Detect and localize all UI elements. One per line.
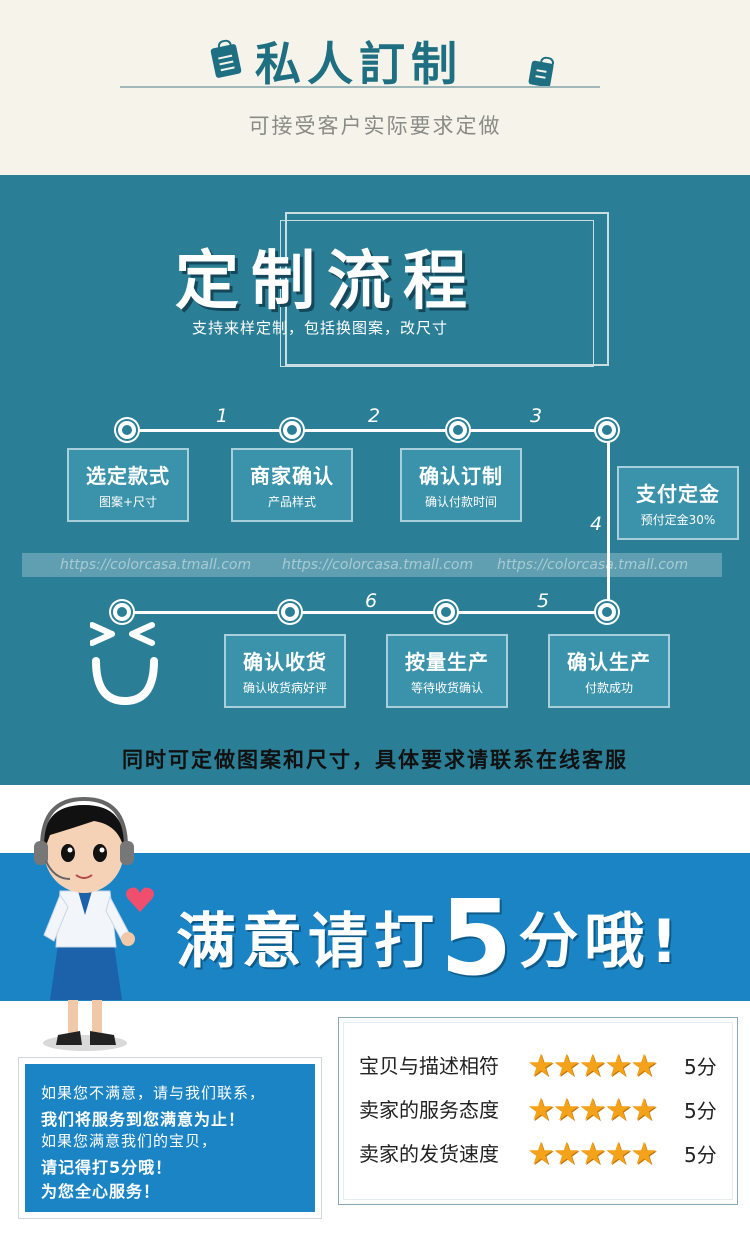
customer-service-girl-illustration: [34, 796, 135, 1051]
rating-row: 卖家的发货速度 ★★★★★ 5分: [359, 1136, 729, 1172]
process-section: 定制流程 支持来样定制，包括换图案，改尺寸 1 2 3 4 5 6 选定款式 图…: [0, 175, 750, 785]
step-box: 确认生产 付款成功: [548, 634, 670, 708]
step-box: 选定款式 图案+尺寸: [67, 448, 189, 522]
step-title: 确认生产: [567, 650, 651, 674]
step-detail: 确认收货病好评: [242, 681, 327, 695]
watermark-text: https://colorcasa.tmall.com: [60, 557, 252, 573]
flow-line: [122, 611, 610, 614]
flow-node: [449, 421, 467, 439]
process-subtitle: 支持来样定制，包括换图案，改尺寸: [192, 319, 449, 337]
flow-node: [283, 421, 301, 439]
header-title: 私人訂制: [255, 37, 463, 91]
rating-row: 宝贝与描述相符 ★★★★★ 5分: [359, 1048, 729, 1084]
step-box: 按量生产 等待收货确认: [386, 634, 508, 708]
rating-section: 满意请打5分哦! 如果您不满意，请与: [0, 785, 750, 1233]
step-title: 按量生产: [405, 650, 489, 674]
step-title: 支付定金: [636, 482, 720, 506]
step-title: 选定款式: [86, 464, 170, 488]
price-tag-icon: [210, 43, 242, 79]
star-rating: ★★★★★: [527, 1092, 658, 1128]
step-box: 确认订制 确认付款时间: [400, 448, 522, 522]
step-title: 确认订制: [419, 464, 503, 488]
heart-icon: [126, 887, 154, 912]
step-title: 确认收货: [243, 650, 327, 674]
rating-label: 卖家的发货速度: [359, 1142, 499, 1166]
message-line: 为您全心服务！: [41, 1182, 161, 1201]
step-detail: 产品样式: [267, 495, 316, 509]
custom-header: 私人訂制 可接受客户实际要求定做: [0, 0, 750, 175]
message-line: 我们将服务到您满意为止！: [41, 1110, 246, 1129]
rating-title-before: 满意请打: [176, 907, 440, 977]
flow-node: [437, 603, 455, 621]
decorative-divider: [120, 86, 600, 88]
step-number: 1: [216, 405, 229, 427]
smiley-icon: [90, 622, 158, 706]
rating-score: 5分: [684, 1055, 717, 1079]
flow-node: [598, 603, 616, 621]
flow-node: [113, 603, 131, 621]
step-number: 2: [368, 405, 381, 427]
step-detail: 预付定金30%: [640, 513, 716, 527]
star-rating: ★★★★★: [527, 1136, 658, 1172]
flow-node: [598, 421, 616, 439]
step-title: 商家确认: [250, 464, 334, 488]
message-line: 如果您满意我们的宝贝，: [41, 1132, 218, 1150]
step-box: 确认收货 确认收货病好评: [224, 634, 346, 708]
contact-message-panel: 如果您不满意，请与我们联系， 我们将服务到您满意为止！ 如果您满意我们的宝贝， …: [25, 1064, 315, 1212]
star-rating: ★★★★★: [527, 1048, 658, 1084]
flow-line: [127, 429, 609, 432]
rating-title-number: 5: [440, 877, 519, 999]
rating-label: 宝贝与描述相符: [359, 1054, 499, 1078]
step-detail: 图案+尺寸: [98, 495, 158, 509]
watermark-text: https://colorcasa.tmall.com: [282, 557, 474, 573]
step-number: 6: [365, 590, 378, 612]
step-number: 5: [537, 590, 550, 612]
watermark-text: https://colorcasa.tmall.com: [497, 557, 689, 573]
step-box: 支付定金 预付定金30%: [617, 466, 739, 540]
process-title: 定制流程: [175, 245, 479, 319]
step-box: 商家确认 产品样式: [231, 448, 353, 522]
price-tag-icon: [528, 60, 554, 88]
watermark: https://colorcasa.tmall.com https://colo…: [22, 553, 722, 577]
rating-score: 5分: [684, 1143, 717, 1167]
step-detail: 等待收货确认: [410, 681, 483, 695]
rating-title: 满意请打5分哦!: [176, 877, 684, 999]
rating-label: 卖家的服务态度: [359, 1098, 499, 1122]
step-detail: 确认付款时间: [424, 495, 497, 509]
contact-message-box: 如果您不满意，请与我们联系， 我们将服务到您满意为止！ 如果您满意我们的宝贝， …: [18, 1057, 322, 1219]
header-subtitle: 可接受客户实际要求定做: [248, 114, 502, 138]
flow-node: [118, 421, 136, 439]
rating-score: 5分: [684, 1099, 717, 1123]
title-frame: [285, 212, 609, 366]
flow-node: [281, 603, 299, 621]
message-line: 请记得打5分哦！: [41, 1158, 173, 1177]
process-note: 同时可定做图案和尺寸，具体要求请联系在线客服: [122, 748, 628, 772]
step-number: 3: [530, 405, 543, 427]
rating-row: 卖家的服务态度 ★★★★★ 5分: [359, 1092, 729, 1128]
rating-title-after: 分哦!: [518, 907, 684, 977]
message-line: 如果您不满意，请与我们联系，: [41, 1084, 266, 1102]
step-detail: 付款成功: [584, 681, 633, 695]
flow-line: [607, 429, 610, 613]
step-number: 4: [590, 513, 603, 535]
title-frame-inner: [280, 220, 594, 367]
rating-panel: 宝贝与描述相符 ★★★★★ 5分 卖家的服务态度 ★★★★★ 5分 卖家的发货速…: [338, 1017, 738, 1205]
